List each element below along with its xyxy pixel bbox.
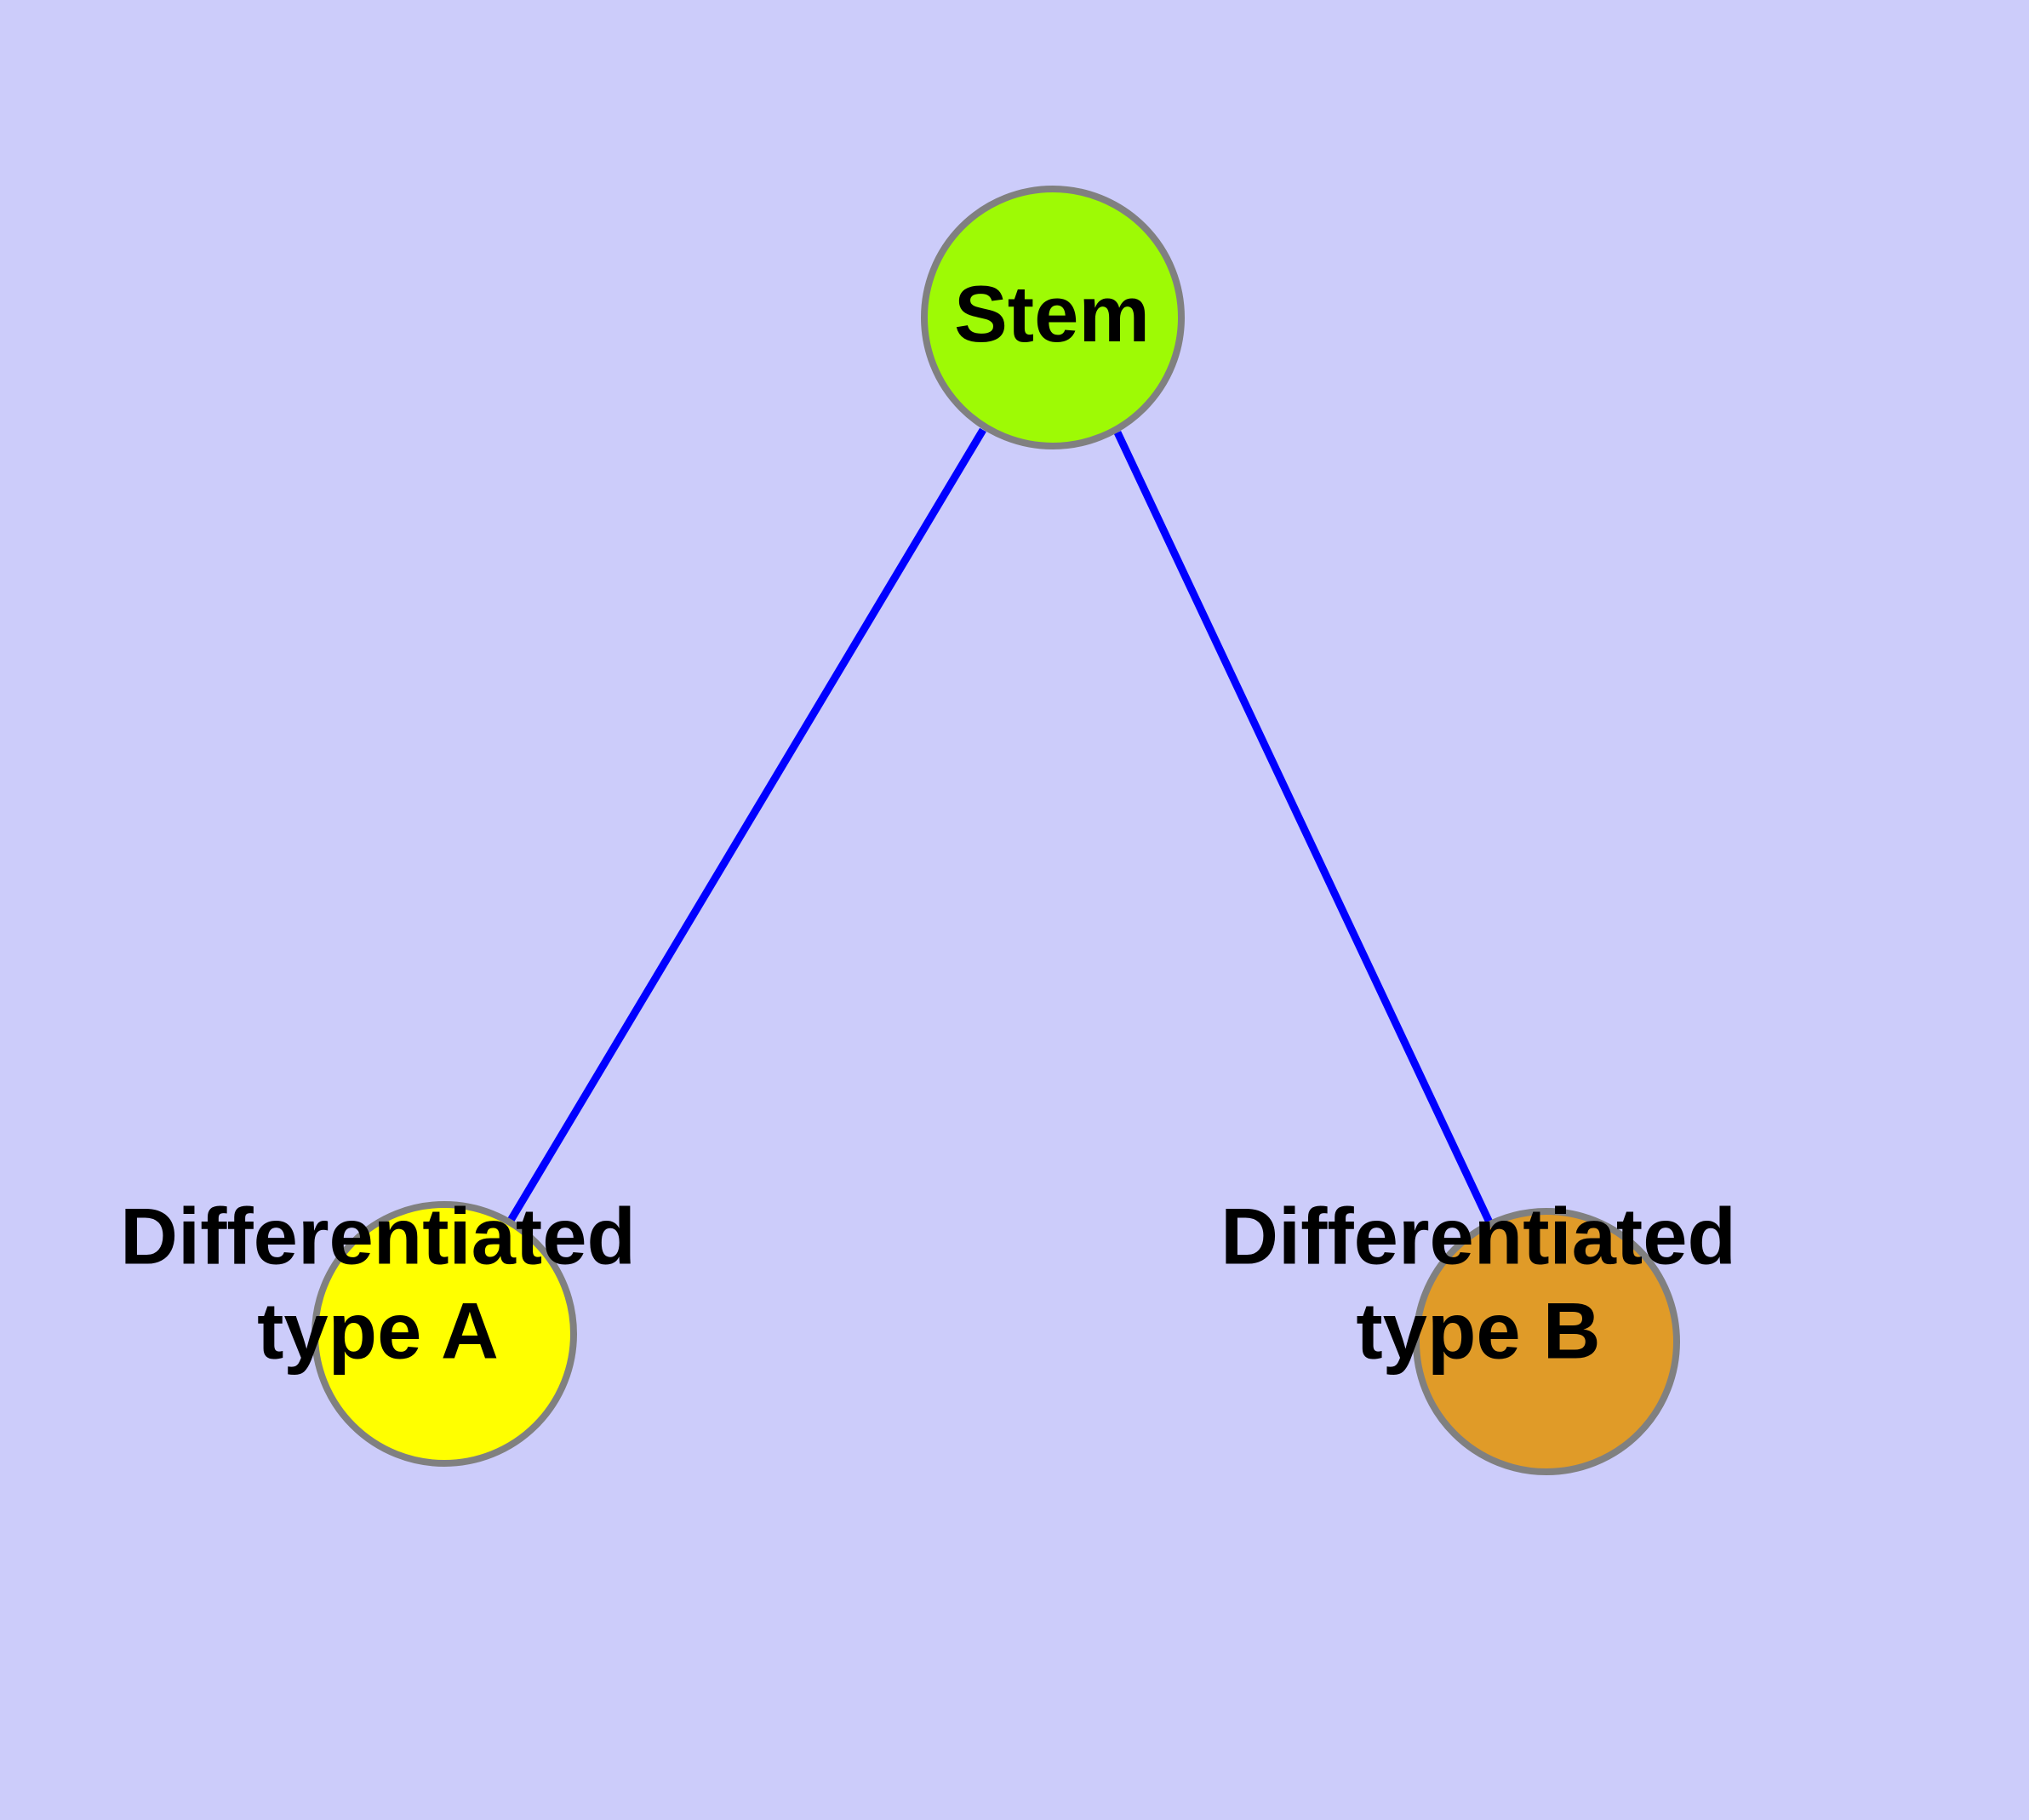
edges-group [506, 427, 1495, 1226]
graph-node-diff-a[interactable] [311, 1201, 577, 1467]
graph-node-label-line: Differentiated [120, 1191, 636, 1280]
graph-node-label-line: Differentiated [1220, 1191, 1736, 1280]
graph-node-diff-b[interactable] [1413, 1208, 1680, 1475]
graph-node-label-line: type A [257, 1285, 499, 1375]
graph-edge-stem-to-b[interactable] [1113, 431, 1495, 1226]
graph-edge-stem-to-a[interactable] [506, 427, 986, 1226]
graph-node-label-stem: Stem [954, 269, 1150, 358]
graph-node-stem[interactable] [921, 186, 1185, 449]
graph-node-label-line: Stem [954, 269, 1150, 358]
nodes-group [311, 186, 1680, 1475]
graph-node-label-line: type B [1356, 1285, 1600, 1375]
